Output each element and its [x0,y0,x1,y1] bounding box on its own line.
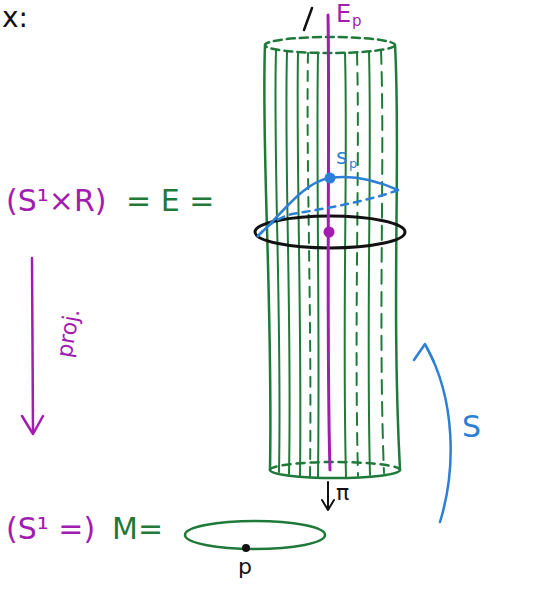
fiber-label: E [336,2,351,26]
subscript: p [349,157,357,170]
example-marker: x: [2,4,28,32]
subscript: p [352,14,362,29]
section-arrow [426,346,451,522]
arrowhead [22,416,43,434]
section-point-label: s [336,146,347,168]
space-name: = E = [126,186,214,216]
stray-stroke [304,8,312,30]
cylinder-outline [264,37,400,478]
base-circle [185,521,325,549]
section-label: S [462,412,481,442]
space-name: (S¹ =) [6,514,95,544]
section-point [325,173,336,184]
space-name: (S¹×R) [6,186,106,216]
zero-point [324,227,335,238]
base-point [242,544,250,552]
projection-arrow [32,258,33,432]
map-label: proj. [53,307,83,359]
point-label: p [238,556,252,578]
arrowhead [322,500,334,510]
fiber-line [328,15,330,470]
space-name: M= [112,514,163,544]
arrowhead [414,344,434,362]
pi-arrow [327,482,329,508]
map-label: π [336,482,349,504]
